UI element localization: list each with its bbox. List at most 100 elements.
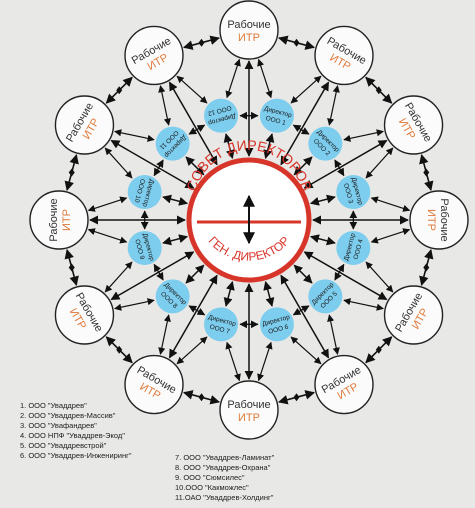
connector-diamond [293, 393, 300, 402]
connector-diamond [198, 393, 205, 402]
workers-itr-circle [219, 380, 279, 440]
connector-arrow [168, 274, 218, 359]
itr-label: ИТР [425, 209, 437, 231]
connector-diamond [68, 263, 75, 272]
connector-diamond [116, 86, 123, 95]
workers-itr-circle [124, 354, 184, 415]
legend-item: 8. ООО "Уваддрев-Охрана" [175, 463, 271, 472]
legend-item: 1. ООО "Уваддрев" [20, 401, 87, 410]
workers-itr-circle [219, 0, 279, 60]
connector-arrow [114, 298, 155, 311]
director-circle [259, 307, 294, 342]
itr-label: ИТР [238, 412, 260, 424]
legend-item: 5. ООО "Уваддревстрой" [20, 441, 107, 450]
connector-arrow [104, 261, 133, 293]
director-circle [259, 98, 294, 133]
connector-arrow [290, 75, 322, 104]
director-circle [308, 279, 343, 314]
connector-diamond [116, 345, 123, 354]
connector-arrow [370, 196, 411, 212]
workers-label: Рабочие [438, 198, 450, 241]
workers-itr-circle [383, 285, 444, 345]
connector-arrow [162, 194, 189, 206]
connector-diamond [423, 263, 430, 272]
workers-label: Рабочие [227, 19, 270, 31]
connector-arrow [293, 264, 313, 284]
itr-label: ИТР [61, 209, 73, 231]
director-circle [336, 175, 371, 210]
workers-itr-circle [54, 95, 115, 155]
connector-diamond [68, 168, 75, 177]
connector-arrow [309, 194, 336, 206]
director-circle [155, 126, 190, 161]
connector-arrow [290, 336, 322, 365]
workers-itr-circle [314, 354, 374, 415]
workers-label: Рабочие [48, 198, 60, 241]
connector-arrow [223, 133, 235, 160]
connector-arrow [280, 81, 330, 166]
connector-arrow [257, 58, 273, 99]
connector-arrow [176, 336, 208, 365]
director-circle [127, 175, 162, 210]
connector-arrow [327, 314, 340, 355]
workers-itr-circle [383, 95, 444, 155]
legend-item: 2. ООО "Уваддрев-Массив" [20, 411, 116, 420]
director-circle [204, 98, 239, 133]
connector-arrow [343, 129, 384, 142]
workers-itr-circle [54, 285, 115, 345]
connector-arrow [257, 341, 273, 382]
connector-diamond [375, 345, 382, 354]
workers-itr-circle [124, 25, 184, 86]
connector-arrow [225, 58, 241, 99]
director-circle [308, 126, 343, 161]
legend-left: 1. ООО "Уваддрев" 2. ООО "Уваддрев-Масси… [20, 401, 132, 461]
connector-arrow [223, 280, 235, 307]
legend-item: 9. ООО "Сюмсилес" [175, 473, 245, 482]
legend-item: 6. ООО "Уваддрев-Инжениринг" [20, 451, 132, 460]
connector-arrow [370, 228, 411, 244]
connector-arrow [114, 129, 155, 142]
connector-arrow [104, 147, 133, 179]
legend-item: 4. ООО НПФ "Уваддрев-Экод" [20, 431, 125, 440]
connector-arrow [110, 139, 195, 189]
connector-arrow [158, 314, 171, 355]
itr-label: ИТР [238, 32, 260, 44]
connector-arrow [225, 341, 241, 382]
connector-diamond [375, 86, 382, 95]
connector-diamond [198, 38, 205, 47]
council-circle: СОВЕТ ДИРЕКТОРОВ ГЕН. ДИРЕКТОР [183, 137, 315, 283]
connector-arrow [87, 196, 128, 212]
legend-item: 11.ОАО "Уваддрев-Холдинг" [175, 493, 274, 502]
connector-arrow [263, 280, 275, 307]
connector-arrow [176, 75, 208, 104]
director-circle [155, 279, 190, 314]
workers-itr-circle [29, 190, 89, 250]
legend-item: 10.ООО "Какможлес" [175, 483, 249, 492]
connector-arrow [309, 234, 336, 246]
workers-itr-circle [409, 190, 469, 250]
connector-diamond [423, 168, 430, 177]
connector-arrow [185, 264, 205, 284]
workers-label: Рабочие [227, 399, 270, 411]
connector-arrow [158, 85, 171, 126]
